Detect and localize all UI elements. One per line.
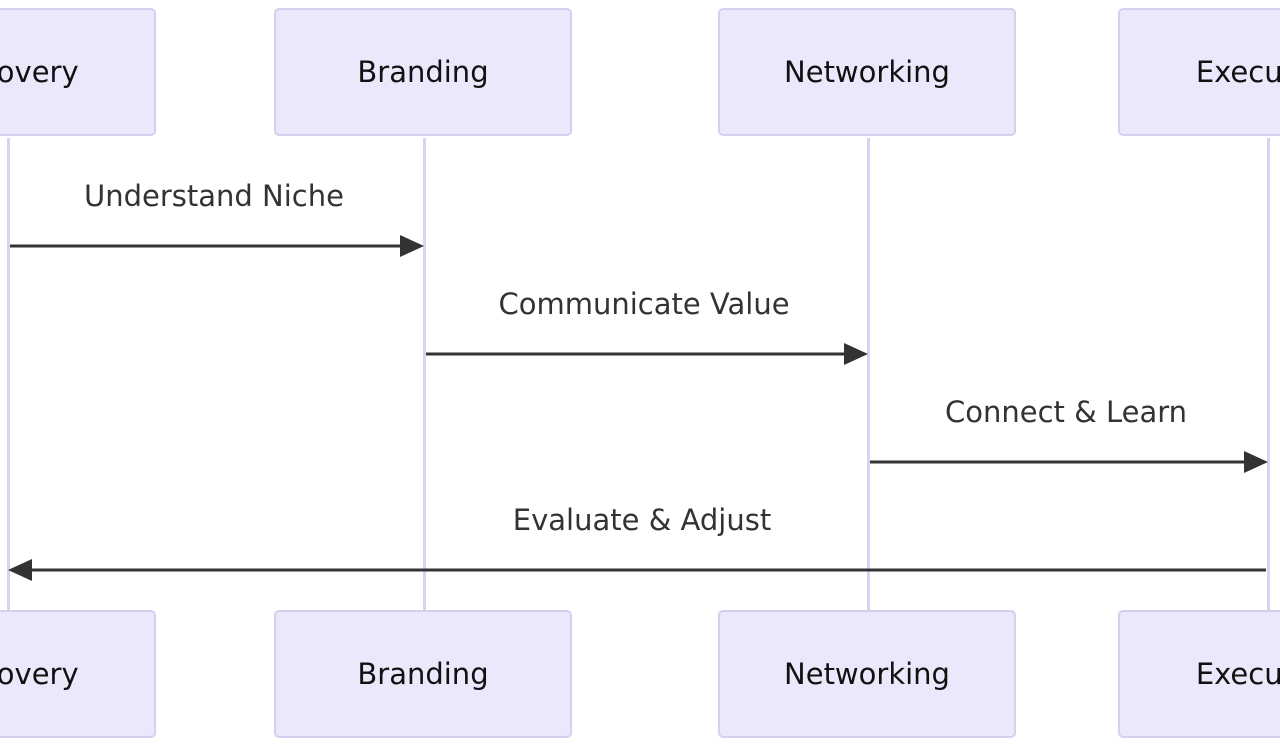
arrow-understand-niche [10, 235, 424, 257]
actor-label: Branding [357, 657, 489, 691]
arrow-connect-learn [870, 451, 1268, 473]
lifeline-execution [1266, 138, 1270, 610]
actor-branding-top: Branding [274, 8, 572, 136]
message-label: Understand Niche [84, 179, 344, 213]
actor-label: Discovery [0, 55, 79, 89]
actor-label: Networking [784, 55, 950, 89]
actor-discovery-bottom: Discovery [0, 610, 156, 738]
actor-networking-top: Networking [718, 8, 1016, 136]
actor-branding-bottom: Branding [274, 610, 572, 738]
actor-label: Execution [1195, 55, 1280, 89]
actor-label: Networking [784, 657, 950, 691]
actor-execution-bottom: Execution [1118, 610, 1280, 738]
lifeline-networking [866, 138, 870, 610]
actor-discovery-top: Discovery [0, 8, 156, 136]
message-label: Connect & Learn [944, 395, 1188, 429]
arrow-evaluate-adjust [8, 559, 1266, 581]
actor-label: Discovery [0, 657, 79, 691]
actor-label: Execution [1195, 657, 1280, 691]
lifeline-branding [422, 138, 426, 610]
lifeline-discovery [6, 138, 10, 610]
message-label: Communicate Value [498, 287, 790, 321]
actor-networking-bottom: Networking [718, 610, 1016, 738]
actor-label: Branding [357, 55, 489, 89]
arrow-communicate-value [426, 343, 868, 365]
actor-execution-top: Execution [1118, 8, 1280, 136]
message-label: Evaluate & Adjust [512, 503, 772, 537]
